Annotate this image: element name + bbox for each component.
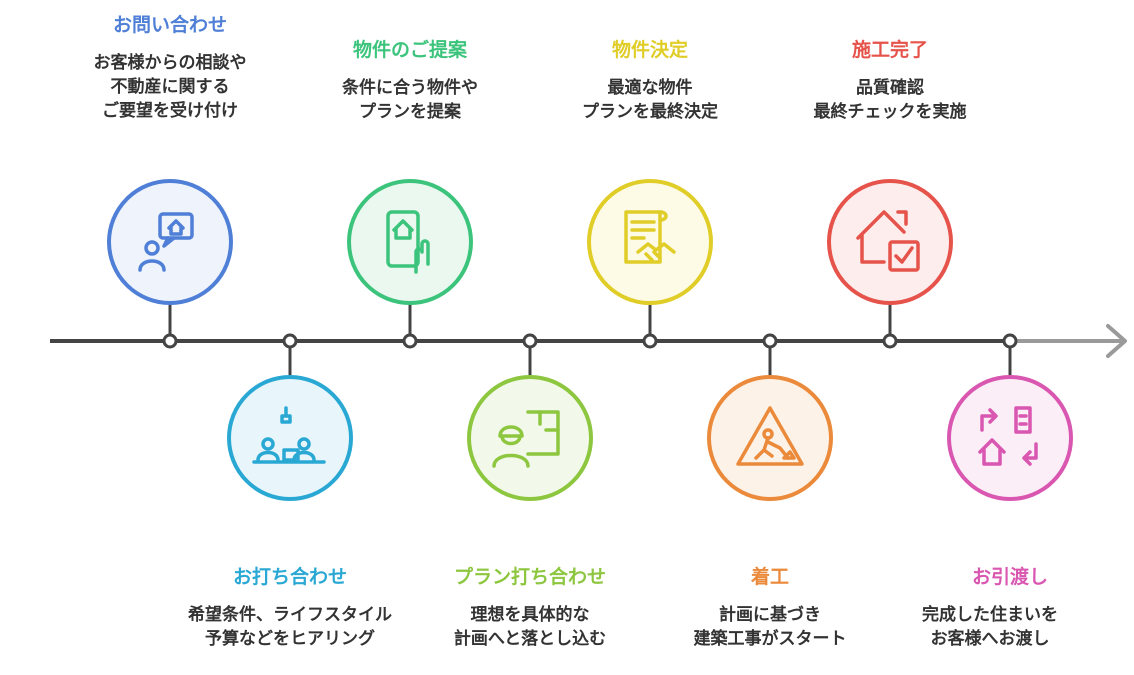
timeline-node bbox=[282, 333, 298, 349]
timeline-step bbox=[347, 179, 473, 349]
step-description: 計画に基づき 建築工事がスタート bbox=[693, 605, 847, 649]
step-circle bbox=[227, 375, 353, 501]
timeline-step bbox=[107, 179, 233, 349]
timeline-step bbox=[587, 179, 713, 349]
step-title: お打ち合わせ bbox=[232, 566, 347, 588]
step-title: 着工 bbox=[750, 566, 789, 588]
step-title: 施工完了 bbox=[851, 39, 928, 61]
timeline-step bbox=[707, 333, 833, 501]
timeline-node bbox=[642, 333, 658, 349]
step-title: お引渡し bbox=[971, 566, 1048, 588]
step-title: 物件のご提案 bbox=[352, 39, 467, 61]
timeline-step bbox=[827, 179, 953, 349]
step-description: 理想を具体的な 計画へと落とし込む bbox=[453, 605, 607, 649]
timeline-node bbox=[882, 333, 898, 349]
step-description: 最適な物件 プランを最終決定 bbox=[582, 78, 718, 122]
arrow-head bbox=[1106, 324, 1127, 358]
timeline-step bbox=[947, 333, 1073, 501]
step-title: 物件決定 bbox=[611, 39, 688, 61]
timeline-node bbox=[762, 333, 778, 349]
timeline-node bbox=[162, 333, 178, 349]
step-description: 完成した住まいを お客様へお渡し bbox=[922, 605, 1058, 649]
step-description: 希望条件、ライフスタイル 予算などをヒアリング bbox=[188, 605, 392, 649]
step-circle bbox=[467, 375, 593, 501]
timeline-node bbox=[402, 333, 418, 349]
timeline-node bbox=[1002, 333, 1018, 349]
step-description: 条件に合う物件や プランを提案 bbox=[342, 78, 478, 122]
step-title: お問い合わせ bbox=[112, 14, 227, 36]
step-circle bbox=[587, 179, 713, 305]
timeline-node bbox=[522, 333, 538, 349]
step-title: プラン打ち合わせ bbox=[453, 566, 606, 588]
step-circle bbox=[347, 179, 473, 305]
step-description: お客様からの相談や 不動産に関する ご要望を受け付け bbox=[93, 53, 247, 121]
timeline-step bbox=[227, 333, 353, 501]
timeline-step bbox=[467, 333, 593, 501]
step-circle bbox=[947, 375, 1073, 501]
step-description: 品質確認 最終チェックを実施 bbox=[813, 78, 967, 122]
